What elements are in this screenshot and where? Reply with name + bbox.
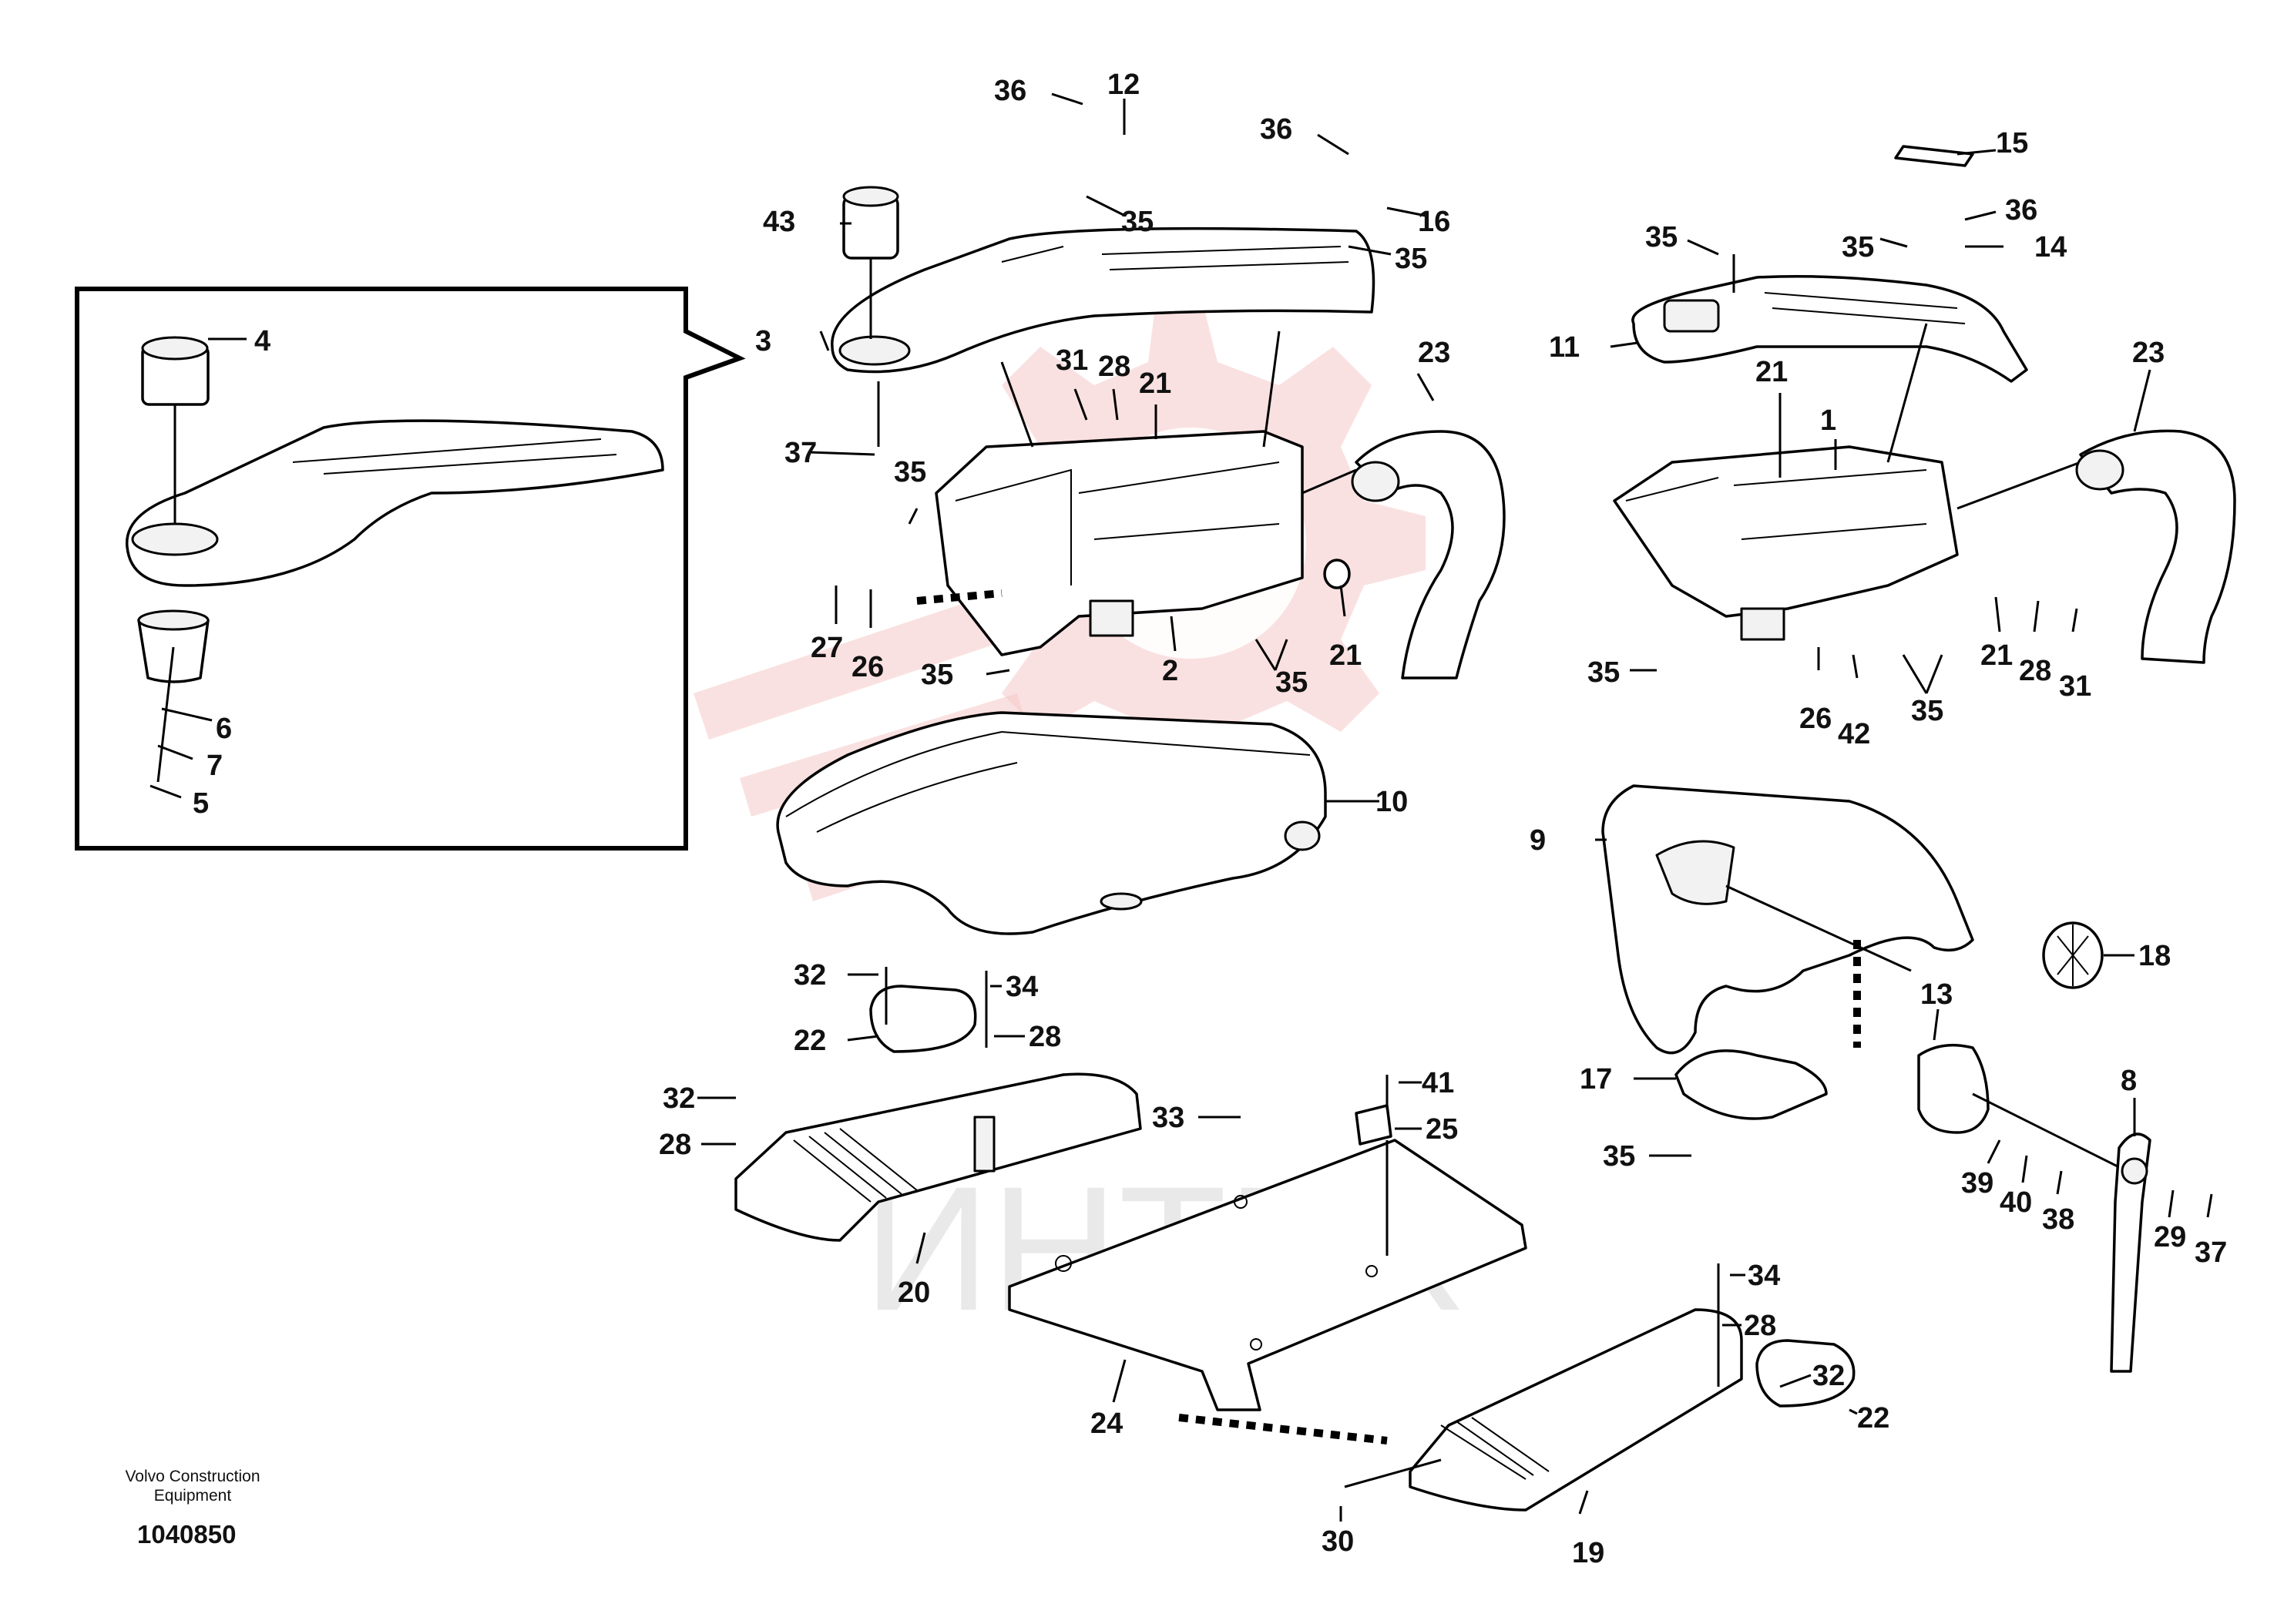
callout-39: 39 bbox=[1961, 1167, 1993, 1200]
callout-35: 35 bbox=[1911, 695, 1943, 727]
callout-5: 5 bbox=[193, 787, 209, 820]
leader-lines bbox=[697, 92, 2213, 1522]
console-frame-left bbox=[916, 331, 1357, 656]
callout-32: 32 bbox=[1812, 1360, 1845, 1392]
duct-left bbox=[1351, 430, 1506, 679]
callout-28: 28 bbox=[1029, 1021, 1061, 1053]
callout-1: 1 bbox=[1820, 404, 1836, 437]
callout-36: 36 bbox=[1260, 113, 1292, 146]
callout-28: 28 bbox=[659, 1129, 691, 1161]
callout-19: 19 bbox=[1572, 1537, 1604, 1569]
callout-34: 34 bbox=[1006, 971, 1038, 1003]
callout-43: 43 bbox=[763, 206, 795, 238]
callout-22: 22 bbox=[794, 1025, 826, 1057]
callout-15: 15 bbox=[1996, 127, 2028, 159]
callout-35: 35 bbox=[1842, 231, 1874, 263]
callout-6: 6 bbox=[216, 713, 232, 745]
callout-23: 23 bbox=[1418, 337, 1450, 369]
callout-40: 40 bbox=[2000, 1186, 2032, 1219]
callout-21: 21 bbox=[1329, 639, 1362, 672]
callout-28: 28 bbox=[2019, 655, 2051, 687]
mounting-plate-24 bbox=[1008, 1139, 1527, 1444]
callout-17: 17 bbox=[1580, 1063, 1612, 1096]
control-unit-19 bbox=[1344, 1263, 1743, 1512]
callout-21: 21 bbox=[1980, 639, 2013, 672]
connector-22-right bbox=[1755, 1339, 1856, 1408]
callout-12: 12 bbox=[1107, 69, 1140, 101]
callout-37: 37 bbox=[784, 437, 817, 469]
callout-23: 23 bbox=[2132, 337, 2165, 369]
armrest-cover-left bbox=[831, 186, 1375, 447]
lever-8 bbox=[2110, 1132, 2151, 1373]
callout-16: 16 bbox=[1418, 206, 1450, 238]
callout-31: 31 bbox=[2059, 670, 2091, 703]
callout-18: 18 bbox=[2138, 940, 2171, 972]
control-unit-20 bbox=[734, 1072, 1142, 1242]
callout-10: 10 bbox=[1375, 786, 1408, 818]
callout-13: 13 bbox=[1920, 978, 1953, 1011]
callout-4: 4 bbox=[254, 325, 270, 357]
callout-32: 32 bbox=[794, 959, 826, 992]
callout-35: 35 bbox=[1121, 206, 1154, 238]
callout-42: 42 bbox=[1838, 718, 1870, 750]
callout-36: 36 bbox=[994, 75, 1026, 107]
callout-36: 36 bbox=[2005, 194, 2037, 226]
callout-37: 37 bbox=[2195, 1236, 2227, 1269]
callout-11: 11 bbox=[1549, 331, 1580, 364]
callout-41: 41 bbox=[1422, 1067, 1454, 1099]
callout-32: 32 bbox=[663, 1082, 695, 1115]
callout-22: 22 bbox=[1857, 1402, 1889, 1434]
footer: Volvo Construction Equipment 1040850 bbox=[125, 1468, 260, 1549]
duct-right bbox=[2075, 429, 2236, 664]
drawing-number: 1040850 bbox=[137, 1520, 236, 1549]
lower-cover-left bbox=[776, 711, 1327, 935]
callout-35: 35 bbox=[1587, 656, 1620, 689]
callout-20: 20 bbox=[898, 1277, 930, 1309]
detail-inset bbox=[75, 287, 746, 851]
callout-28: 28 bbox=[1744, 1310, 1776, 1342]
callout-26: 26 bbox=[851, 651, 884, 683]
manufacturer-line-1: Volvo Construction bbox=[125, 1468, 260, 1485]
callout-35: 35 bbox=[894, 456, 926, 488]
connector-22-left bbox=[869, 967, 988, 1053]
bracket-17 bbox=[1674, 1049, 1828, 1120]
callout-21: 21 bbox=[1139, 367, 1171, 400]
callout-31: 31 bbox=[1056, 344, 1088, 377]
callout-33: 33 bbox=[1152, 1102, 1184, 1134]
callout-21: 21 bbox=[1755, 356, 1788, 388]
callout-35: 35 bbox=[921, 659, 953, 691]
callout-24: 24 bbox=[1090, 1408, 1123, 1440]
callout-35: 35 bbox=[1395, 243, 1427, 275]
callout-35: 35 bbox=[1645, 221, 1678, 253]
clip-25 bbox=[1355, 1075, 1392, 1256]
callout-9: 9 bbox=[1530, 824, 1546, 857]
callout-35: 35 bbox=[1603, 1140, 1635, 1173]
callout-35: 35 bbox=[1275, 666, 1308, 699]
callout-26: 26 bbox=[1799, 703, 1832, 735]
callout-2: 2 bbox=[1162, 655, 1178, 687]
armrest-cover-right bbox=[1631, 145, 2028, 383]
callout-27: 27 bbox=[811, 632, 843, 664]
callout-29: 29 bbox=[2154, 1221, 2186, 1253]
callout-30: 30 bbox=[1322, 1525, 1354, 1558]
callout-25: 25 bbox=[1426, 1113, 1458, 1146]
callout-34: 34 bbox=[1748, 1260, 1780, 1292]
callout-8: 8 bbox=[2121, 1065, 2137, 1097]
callout-7: 7 bbox=[207, 750, 223, 782]
callout-28: 28 bbox=[1098, 351, 1130, 383]
manufacturer-line-2: Equipment bbox=[154, 1487, 232, 1505]
callout-labels: 36 12 36 43 35 16 35 4 3 31 28 21 23 37 … bbox=[193, 69, 2227, 1569]
cover-plate-18 bbox=[2042, 921, 2104, 989]
part-13-knob bbox=[1853, 940, 2128, 1173]
console-frame-right bbox=[1613, 323, 2081, 641]
lower-cover-right bbox=[1601, 784, 1974, 1055]
callout-38: 38 bbox=[2042, 1203, 2074, 1236]
callout-3: 3 bbox=[755, 325, 771, 357]
callout-14: 14 bbox=[2034, 231, 2067, 263]
